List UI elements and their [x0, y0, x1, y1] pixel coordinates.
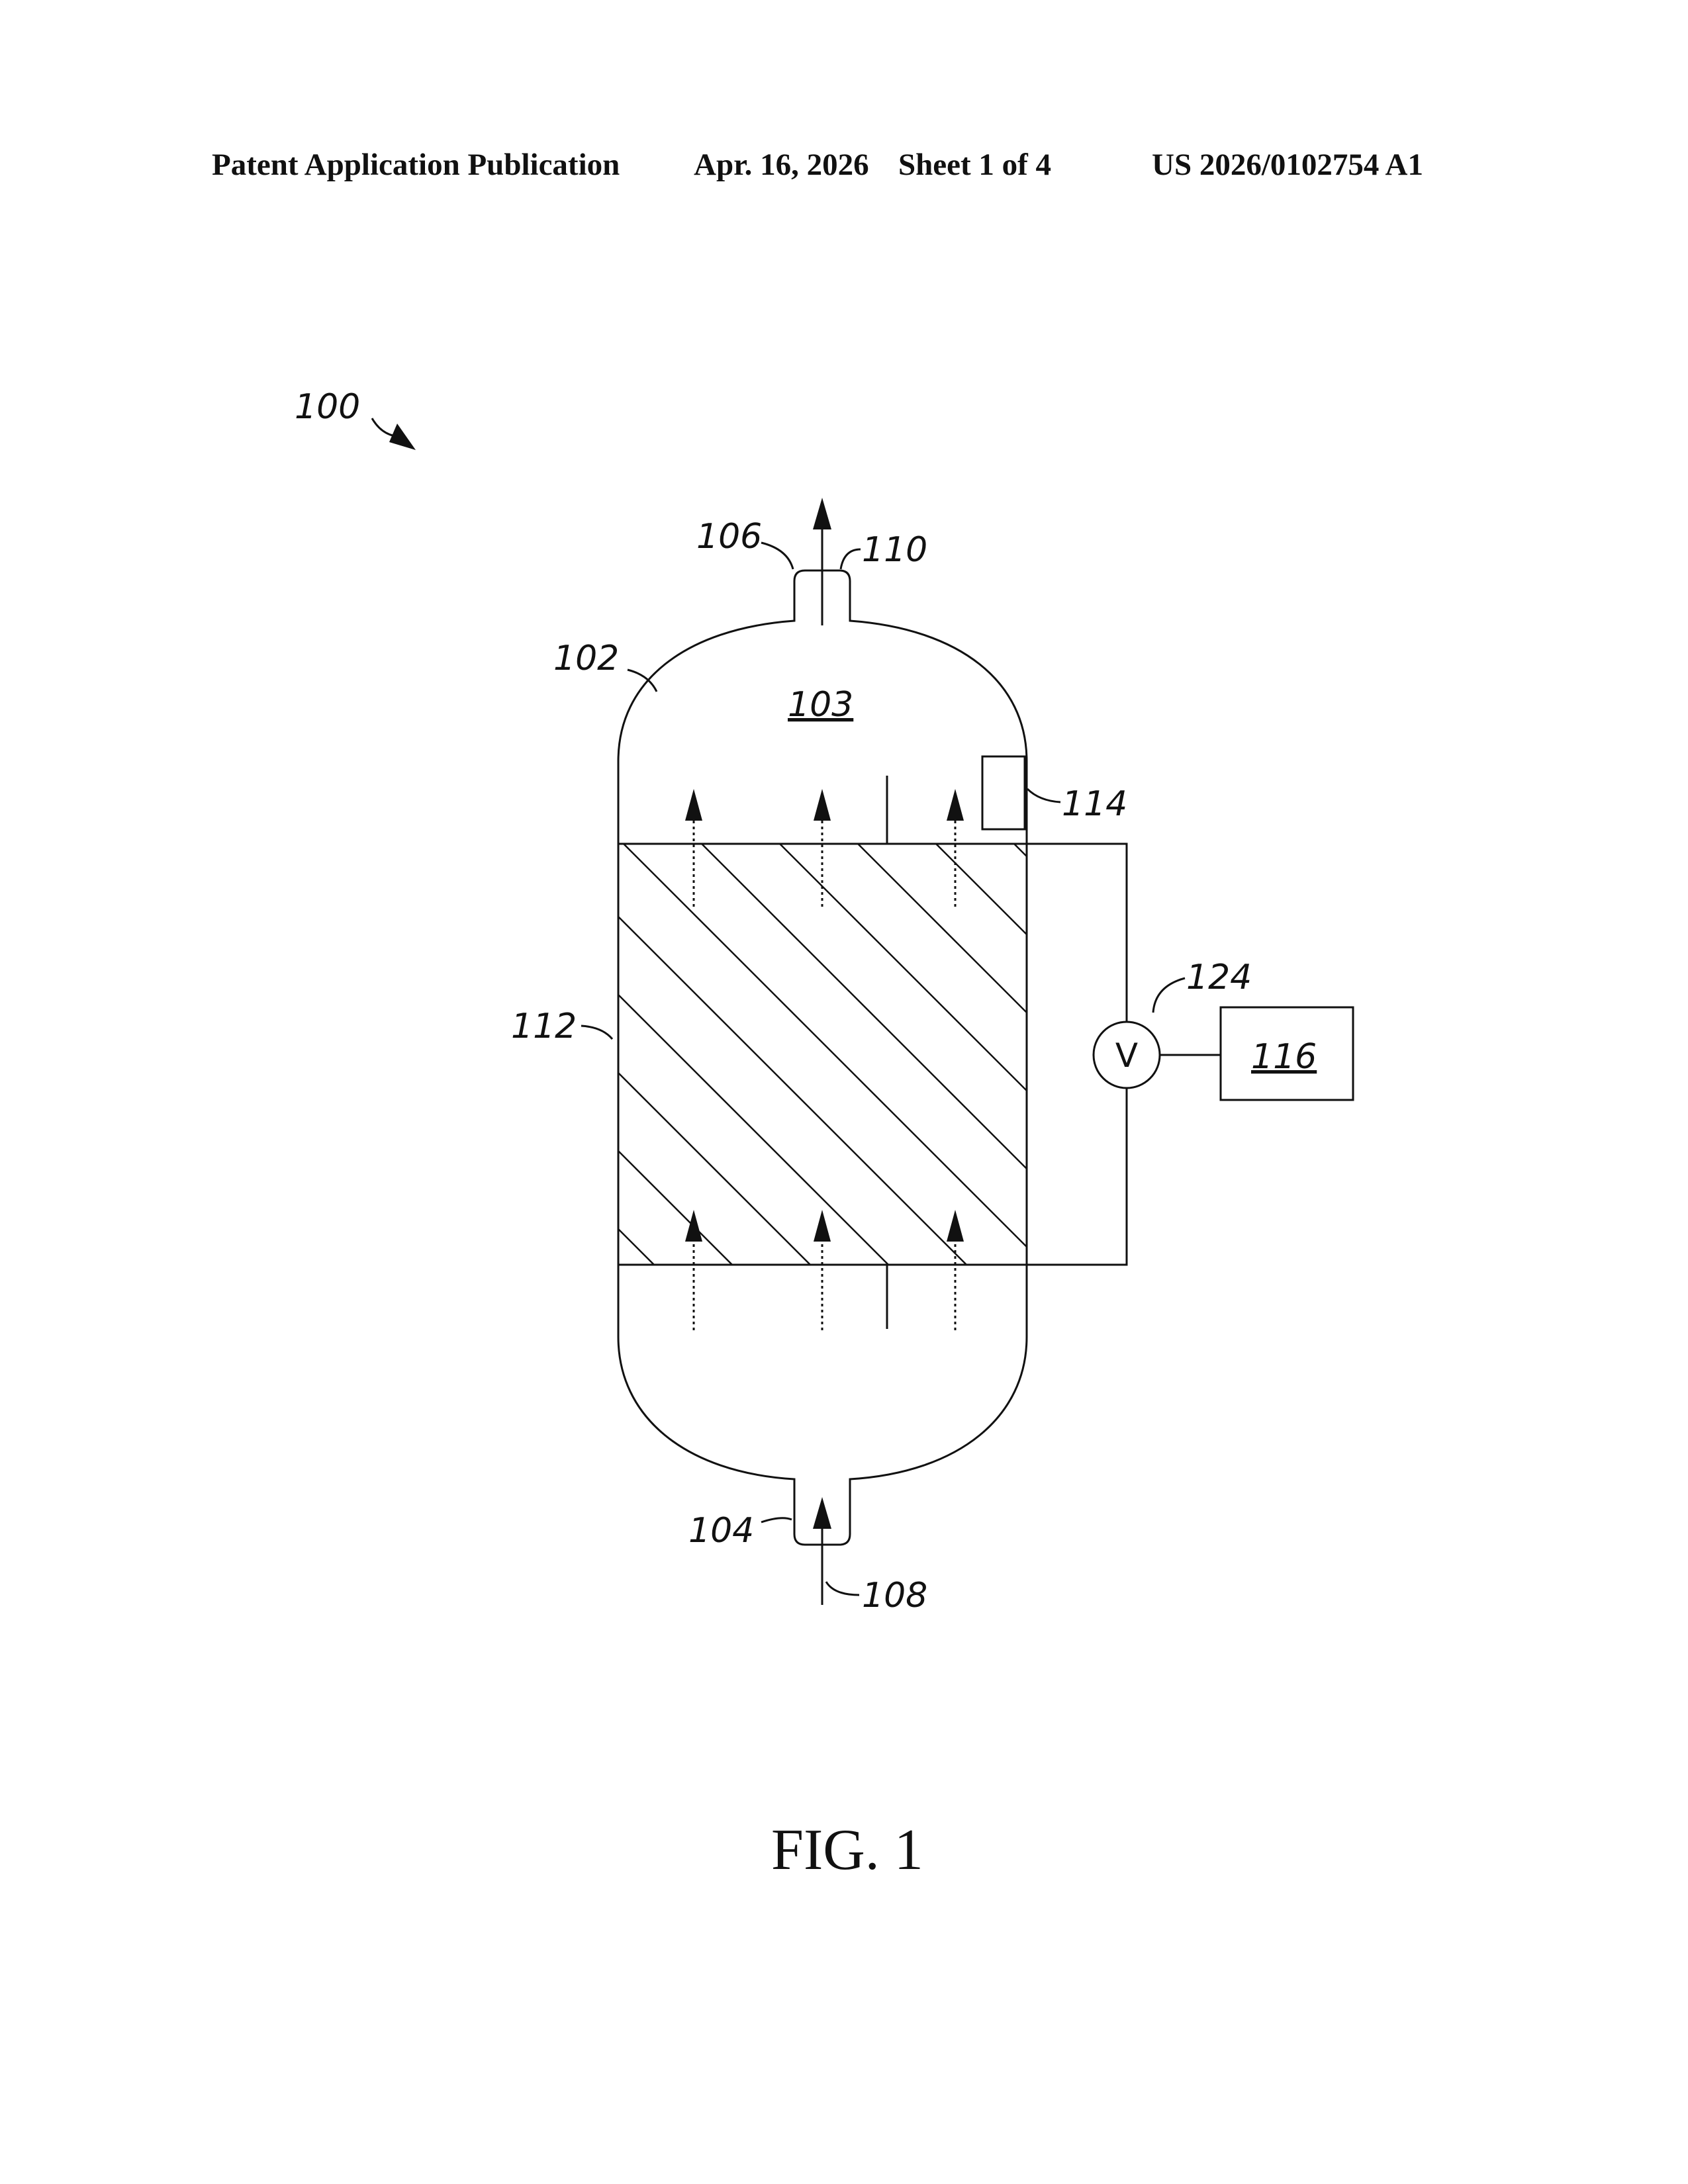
- arrowhead-icon: [685, 789, 702, 821]
- arrowhead-icon: [947, 789, 964, 821]
- inlet-flow-arrow: [813, 1497, 831, 1605]
- label-104: 104: [688, 1511, 754, 1551]
- figure-caption: FIG. 1: [771, 1817, 923, 1884]
- outlet-flow-arrow: [813, 498, 831, 625]
- label-106: 106: [696, 517, 762, 557]
- label-100: 100: [295, 387, 360, 427]
- sensor-box: [982, 756, 1025, 829]
- arrowhead-icon: [814, 789, 831, 821]
- valve-symbol: V: [1115, 1036, 1138, 1075]
- label-103: 103: [788, 685, 853, 725]
- arrowhead-icon: [389, 424, 416, 450]
- arrowhead-icon: [813, 1497, 831, 1529]
- system-pointer: [372, 418, 416, 450]
- label-102: 102: [553, 639, 619, 678]
- label-110: 110: [862, 530, 927, 570]
- label-112: 112: [511, 1007, 577, 1046]
- hatch-line: [155, 844, 618, 1307]
- label-108: 108: [862, 1576, 927, 1615]
- arrowhead-icon: [813, 498, 831, 529]
- label-116: 116: [1251, 1037, 1317, 1077]
- label-114: 114: [1062, 784, 1127, 824]
- label-124: 124: [1186, 958, 1252, 997]
